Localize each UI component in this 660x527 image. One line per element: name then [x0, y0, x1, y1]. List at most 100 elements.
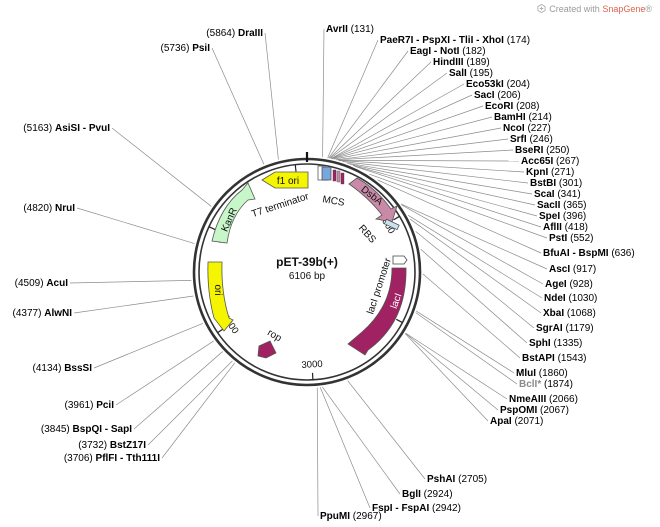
- site-name: ScaI: [534, 189, 555, 200]
- site-label[interactable]: BstBI (301): [530, 178, 582, 189]
- site-position: (2924): [421, 489, 453, 500]
- site-label[interactable]: Acc65I (267): [521, 156, 579, 167]
- site-label[interactable]: MluI (1860): [516, 368, 568, 379]
- site-label[interactable]: (3706) PflFI - Tth111I: [64, 453, 160, 464]
- feature-label-rbs: RBS: [356, 223, 378, 246]
- site-name: AflII: [543, 222, 562, 233]
- credit-mark: ®: [645, 4, 652, 14]
- site-name: BstZ17I: [110, 440, 146, 451]
- site-position: (246): [527, 134, 553, 145]
- site-leader: [211, 47, 265, 165]
- site-name: BclI*: [519, 379, 541, 390]
- site-leader: [322, 386, 401, 495]
- site-label[interactable]: BfuAI - BspMI (636): [543, 248, 635, 259]
- site-leader: [415, 312, 518, 385]
- feature-laci[interactable]: lacI: [347, 267, 407, 356]
- site-position: (1030): [566, 293, 598, 304]
- site-label[interactable]: PspOMI (2067): [500, 405, 569, 416]
- site-leader: [331, 94, 473, 159]
- site-label[interactable]: PshAI (2705): [427, 474, 487, 485]
- site-label[interactable]: (5163) AsiSI - PvuI: [23, 123, 110, 134]
- site-label[interactable]: (5864) DraIII: [206, 28, 263, 39]
- tick-mark: [393, 215, 400, 221]
- site-name: BseRI: [515, 145, 544, 156]
- site-label[interactable]: FspI - FspAI (2942): [372, 503, 461, 514]
- site-leader: [342, 161, 529, 184]
- site-label[interactable]: EagI - NotI (182): [410, 46, 486, 57]
- site-leader: [329, 72, 448, 159]
- site-label[interactable]: ScaI (341): [534, 189, 581, 200]
- site-label[interactable]: NcoI (227): [503, 123, 551, 134]
- site-label[interactable]: SalI (195): [449, 68, 493, 79]
- site-name: KpnI: [526, 167, 548, 178]
- site-label[interactable]: PpuMI (2967): [320, 511, 382, 522]
- laci-promoter-marker[interactable]: [392, 255, 408, 265]
- site-label[interactable]: AscI (917): [549, 264, 596, 275]
- feature-dsba[interactable]: DsbA: [348, 177, 398, 223]
- site-label[interactable]: NmeAIII (2066): [509, 394, 578, 405]
- site-leader: [347, 380, 426, 480]
- feature-f1-ori[interactable]: f1 ori: [261, 171, 309, 189]
- site-label[interactable]: SpeI (396): [539, 211, 586, 222]
- site-label[interactable]: SrfI (246): [510, 134, 553, 145]
- site-label[interactable]: HindIII (189): [433, 57, 490, 68]
- site-label[interactable]: SphI (1335): [529, 338, 582, 349]
- site-label[interactable]: BclI* (1874): [519, 379, 573, 390]
- site-label[interactable]: SacII (365): [537, 200, 586, 211]
- site-position: (5163): [23, 123, 55, 134]
- site-position: (301): [556, 178, 582, 189]
- site-leader: [349, 163, 536, 206]
- site-label[interactable]: BstAPI (1543): [522, 353, 586, 364]
- site-position: (341): [555, 189, 581, 200]
- site-position: (4820): [23, 203, 55, 214]
- plasmid-size: 6106 bp: [289, 271, 326, 282]
- site-leader: [346, 162, 533, 195]
- site-label[interactable]: AgeI (928): [545, 279, 593, 290]
- site-leader: [416, 310, 515, 374]
- site-name: SgrAI: [536, 323, 563, 334]
- site-label[interactable]: (4509) AcuI: [15, 278, 69, 289]
- feature-ori[interactable]: ori: [207, 261, 234, 332]
- site-leader: [133, 351, 223, 430]
- rbs-marker[interactable]: [383, 218, 400, 231]
- site-position: (365): [560, 200, 586, 211]
- site-leader: [338, 160, 520, 162]
- site-label[interactable]: Eco53kI (204): [466, 79, 530, 90]
- site-label[interactable]: PaeR7I - PspXI - TliI - XhoI (174): [380, 35, 530, 46]
- site-label[interactable]: (3732) BstZ17I: [78, 440, 146, 451]
- feature-rop[interactable]: rop: [257, 327, 284, 359]
- site-label[interactable]: KpnI (271): [526, 167, 574, 178]
- tick-label: 3000: [301, 359, 323, 371]
- site-position: (2066): [546, 394, 578, 405]
- site-position: (3845): [41, 424, 73, 435]
- site-label[interactable]: AflII (418): [543, 222, 588, 233]
- site-label[interactable]: PstI (552): [549, 233, 593, 244]
- site-label[interactable]: BseRI (250): [515, 145, 569, 156]
- mcs-block[interactable]: [317, 165, 345, 185]
- site-label[interactable]: ApaI (2071): [490, 416, 543, 427]
- site-name: SrfI: [510, 134, 527, 145]
- site-label[interactable]: BglI (2924): [402, 489, 453, 500]
- site-label[interactable]: (3961) PciI: [65, 400, 115, 411]
- site-label[interactable]: (4820) NruI: [23, 203, 75, 214]
- site-label[interactable]: BamHI (214): [494, 112, 552, 123]
- site-label[interactable]: (4134) BssSI: [33, 363, 93, 374]
- site-label[interactable]: (3845) BspQI - SapI: [41, 424, 132, 435]
- site-label[interactable]: XbaI (1068): [543, 308, 596, 319]
- site-label[interactable]: (4377) AlwNI: [13, 308, 73, 319]
- site-label[interactable]: AvrII (131): [326, 24, 374, 35]
- site-label[interactable]: SgrAI (1179): [536, 323, 594, 334]
- site-leader: [319, 387, 371, 509]
- site-position: (1543): [555, 353, 587, 364]
- site-name: SpeI: [539, 211, 560, 222]
- site-label[interactable]: (5736) PsiI: [161, 43, 211, 54]
- site-leader: [328, 50, 409, 159]
- site-name: SacI: [474, 90, 495, 101]
- site-label[interactable]: NdeI (1030): [544, 293, 597, 304]
- site-label[interactable]: SacI (206): [474, 90, 521, 101]
- site-label[interactable]: EcoRI (208): [485, 101, 539, 112]
- site-name: PsiI: [192, 43, 210, 54]
- site-name: AcuI: [46, 278, 68, 289]
- site-leader: [316, 387, 319, 517]
- site-leader: [355, 166, 542, 228]
